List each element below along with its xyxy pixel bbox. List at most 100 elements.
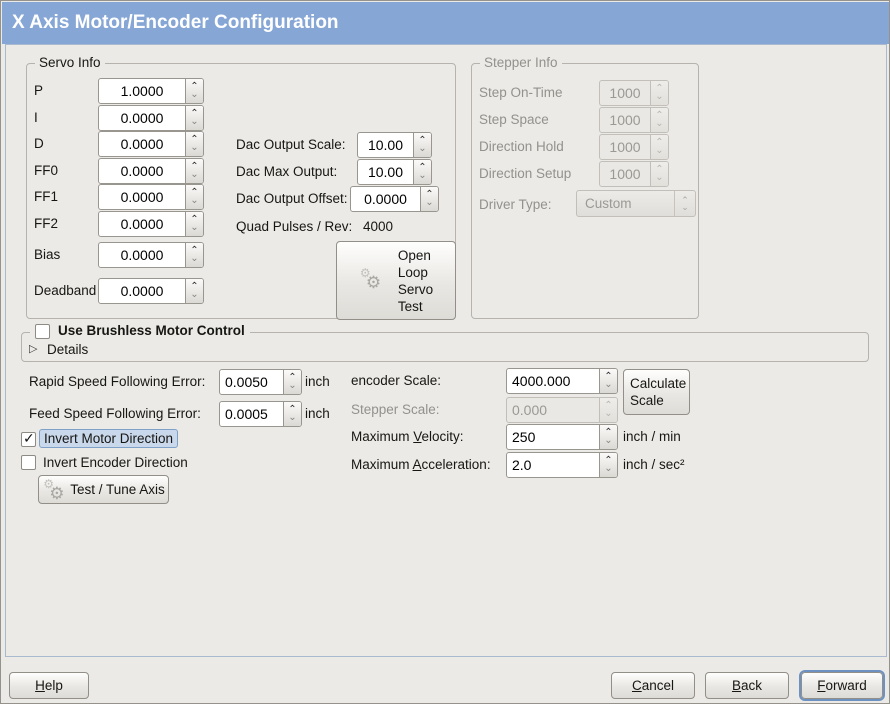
open-loop-servo-test-button[interactable]: Open Loop Servo Test [336, 241, 456, 320]
back-button[interactable]: Back [705, 672, 789, 699]
deadband-spinbox[interactable]: 0.0000 [98, 278, 204, 304]
stepper-scale-spinner [599, 398, 617, 422]
direction-hold-value: 1000 [609, 139, 641, 155]
rapid-following-error-spinner[interactable] [283, 370, 301, 394]
deadband-label: Deadband [34, 283, 97, 298]
bias-spinner[interactable] [185, 243, 203, 267]
d-value[interactable]: 0.0000 [120, 136, 164, 152]
d-spinbox[interactable]: 0.0000 [98, 131, 204, 157]
dac-max-output-value[interactable]: 10.00 [367, 164, 404, 180]
use-brushless-checkbox[interactable] [35, 323, 50, 339]
stepper-scale-label: Stepper Scale: [351, 402, 440, 417]
direction-hold-spinbox: 1000 [599, 134, 669, 160]
max-acceleration-value[interactable]: 2.0 [512, 457, 532, 473]
deadband-value[interactable]: 0.0000 [120, 283, 164, 299]
rapid-following-error-spinbox[interactable]: 0.0050 [219, 369, 302, 395]
step-on-time-spinner [650, 81, 668, 105]
bias-label: Bias [34, 247, 61, 262]
dac-output-scale-spinbox[interactable]: 10.00 [357, 132, 432, 158]
feed-following-error-unit: inch [305, 406, 330, 421]
deadband-spinner[interactable] [185, 279, 203, 303]
invert-encoder-checkbox[interactable] [21, 455, 36, 470]
i-value[interactable]: 0.0000 [120, 110, 164, 126]
max-velocity-spinbox[interactable]: 250 [506, 424, 618, 450]
feed-following-error-spinbox[interactable]: 0.0005 [219, 401, 302, 427]
bias-spinbox[interactable]: 0.0000 [98, 242, 204, 268]
feed-following-error-spinner[interactable] [283, 402, 301, 426]
feed-following-error-label: Feed Speed Following Error: [29, 406, 201, 421]
p-spinner[interactable] [185, 79, 203, 103]
max-velocity-value[interactable]: 250 [512, 429, 536, 445]
stepper-info-legend: Stepper Info [480, 55, 562, 71]
stepper-scale-spinbox: 0.000 [506, 397, 618, 423]
forward-button[interactable]: Forward [801, 672, 883, 699]
dac-max-output-spinbox[interactable]: 10.00 [357, 159, 432, 185]
step-space-spinner [650, 108, 668, 132]
ff0-label: FF0 [34, 163, 59, 178]
stepper-info-frame: Stepper Info [471, 55, 699, 319]
ff0-spinner[interactable] [185, 159, 203, 183]
step-space-spinbox: 1000 [599, 107, 669, 133]
dac-output-scale-spinner[interactable] [413, 133, 431, 157]
p-value[interactable]: 1.0000 [120, 83, 164, 99]
dac-output-offset-value[interactable]: 0.0000 [364, 191, 407, 207]
step-on-time-label: Step On-Time [479, 85, 563, 100]
dac-output-scale-label: Dac Output Scale: [236, 137, 346, 152]
encoder-scale-spinner[interactable] [599, 369, 617, 393]
max-acceleration-spinner[interactable] [599, 453, 617, 477]
help-label: Help [35, 678, 63, 693]
dac-output-offset-spinner[interactable] [420, 187, 438, 211]
test-tune-axis-button[interactable]: Test / Tune Axis [38, 475, 169, 504]
ff1-label: FF1 [34, 189, 59, 204]
page-title: X Axis Motor/Encoder Configuration [12, 12, 339, 33]
invert-motor-label[interactable]: Invert Motor Direction [39, 429, 179, 448]
test-tune-axis-label: Test / Tune Axis [70, 482, 165, 497]
p-label: P [34, 83, 44, 98]
bias-value[interactable]: 0.0000 [120, 247, 164, 263]
ff0-value[interactable]: 0.0000 [120, 163, 164, 179]
dac-output-scale-value[interactable]: 10.00 [367, 137, 404, 153]
calculate-scale-button[interactable]: Calculate Scale [623, 369, 690, 415]
rapid-following-error-value[interactable]: 0.0050 [225, 374, 268, 390]
calculate-scale-label: Calculate Scale [630, 376, 687, 408]
max-velocity-label: Maximum Velocity: [351, 429, 464, 444]
cancel-label: Cancel [631, 678, 675, 693]
servo-info-legend: Servo Info [35, 55, 105, 71]
quad-pulses-label: Quad Pulses / Rev: [236, 219, 353, 234]
ff1-spinner[interactable] [185, 185, 203, 209]
cancel-button[interactable]: Cancel [611, 672, 695, 699]
rapid-following-error-label: Rapid Speed Following Error: [29, 374, 206, 389]
use-brushless-label[interactable]: Use Brushless Motor Control [58, 323, 245, 338]
ff0-spinbox[interactable]: 0.0000 [98, 158, 204, 184]
dac-output-offset-spinbox[interactable]: 0.0000 [350, 186, 439, 212]
brushless-legend: Use Brushless Motor Control [30, 323, 250, 339]
direction-setup-spinbox: 1000 [599, 161, 669, 187]
details-label[interactable]: Details [47, 342, 89, 357]
back-label: Back [731, 678, 763, 693]
d-spinner[interactable] [185, 132, 203, 156]
feed-following-error-value[interactable]: 0.0005 [225, 406, 268, 422]
ff1-value[interactable]: 0.0000 [120, 189, 164, 205]
ff2-value[interactable]: 0.0000 [120, 216, 164, 232]
i-spinner[interactable] [185, 106, 203, 130]
help-button[interactable]: Help [9, 672, 89, 699]
max-velocity-spinner[interactable] [599, 425, 617, 449]
dac-output-offset-label: Dac Output Offset: [236, 191, 348, 206]
max-acceleration-unit: inch / sec² [623, 457, 685, 472]
ff1-spinbox[interactable]: 0.0000 [98, 184, 204, 210]
step-on-time-value: 1000 [609, 85, 641, 101]
direction-hold-label: Direction Hold [479, 139, 564, 154]
encoder-scale-value[interactable]: 4000.000 [512, 373, 571, 389]
invert-encoder-label[interactable]: Invert Encoder Direction [43, 455, 188, 470]
brushless-frame: Use Brushless Motor Control [21, 323, 869, 362]
dac-max-output-spinner[interactable] [413, 160, 431, 184]
encoder-scale-spinbox[interactable]: 4000.000 [506, 368, 618, 394]
p-spinbox[interactable]: 1.0000 [98, 78, 204, 104]
ff2-spinbox[interactable]: 0.0000 [98, 211, 204, 237]
i-spinbox[interactable]: 0.0000 [98, 105, 204, 131]
details-expander-icon[interactable] [29, 342, 37, 356]
max-acceleration-spinbox[interactable]: 2.0 [506, 452, 618, 478]
invert-motor-checkbox[interactable] [21, 430, 36, 447]
ff2-spinner[interactable] [185, 212, 203, 236]
